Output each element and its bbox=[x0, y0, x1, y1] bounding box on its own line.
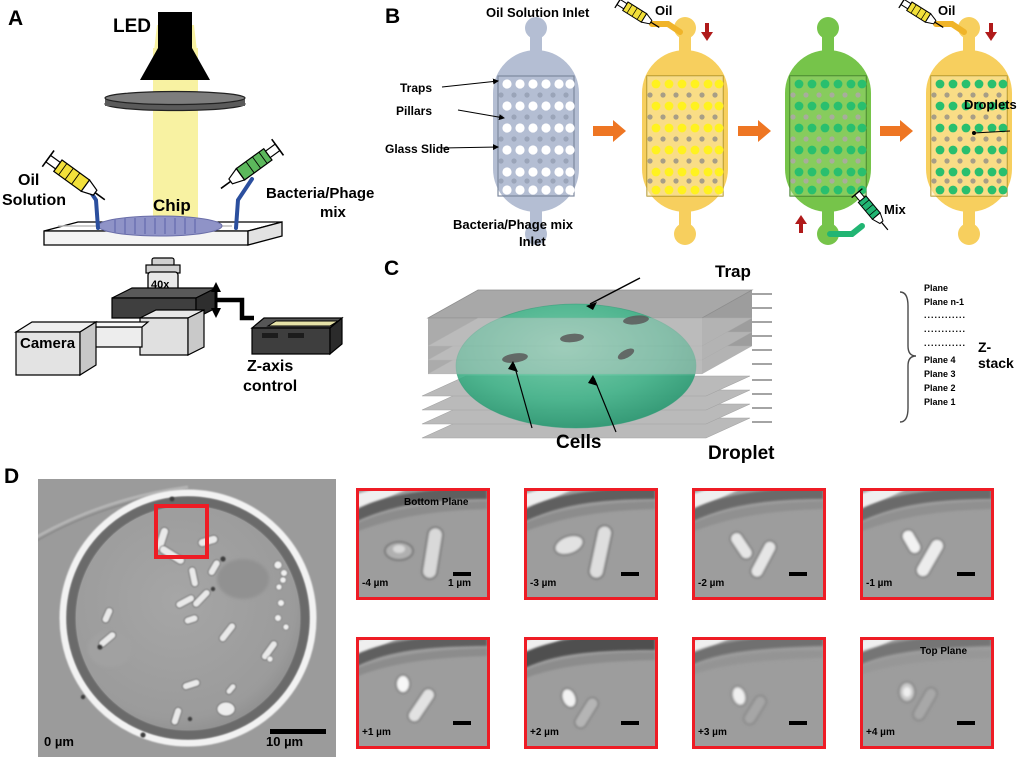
plane-label-5: Plane 4 bbox=[924, 355, 956, 365]
oil-solution-label-line1: Oil bbox=[18, 172, 40, 189]
step1-features bbox=[498, 79, 575, 195]
flow-arrow-up-1 bbox=[795, 215, 807, 233]
tile-p4-depth-label: +4 µm bbox=[866, 727, 895, 738]
panel-a-letter: A bbox=[8, 7, 24, 30]
oil-solution-label-line2: Solution bbox=[2, 192, 66, 209]
oil-label-step2: Oil bbox=[655, 3, 673, 18]
process-arrow-1 bbox=[593, 120, 626, 142]
zstack-tile-p1[interactable] bbox=[356, 637, 490, 749]
glass-slide-label: Glass Slide bbox=[385, 142, 450, 156]
chip-label: Chip bbox=[153, 196, 191, 215]
zstack-tile-m4[interactable] bbox=[356, 488, 490, 600]
tile-m3-depth-label: -3 µm bbox=[530, 578, 557, 589]
flow-arrow-down-1 bbox=[701, 23, 713, 41]
tile-m3-scalebar bbox=[621, 572, 639, 576]
tile-p2-scalebar bbox=[621, 721, 639, 725]
plane-label-4: ............ bbox=[924, 338, 967, 348]
chip-step-3 bbox=[785, 17, 889, 245]
bacteria-inlet-label-line1: Bacteria/Phage mix bbox=[453, 217, 573, 232]
tile-m2-scalebar bbox=[789, 572, 807, 576]
panel-d-letter: D bbox=[4, 465, 20, 488]
bacteria-phage-label-line1: Bacteria/Phage bbox=[266, 185, 375, 202]
panel-b-letter: B bbox=[385, 5, 401, 28]
panel-c-diagram bbox=[421, 277, 917, 439]
tile-m1-depth-label: -1 µm bbox=[866, 578, 893, 589]
droplet-label: Droplet bbox=[708, 443, 775, 464]
zstack-tile-m1[interactable] bbox=[860, 488, 994, 600]
led-label: LED bbox=[113, 16, 151, 37]
pillars-label: Pillars bbox=[396, 104, 433, 118]
plane-label-7: Plane 2 bbox=[924, 383, 956, 393]
zstack-tile-m2[interactable] bbox=[692, 488, 826, 600]
zaxis-label-line1: Z-axis bbox=[247, 358, 294, 375]
zstack-tile-p2[interactable] bbox=[524, 637, 658, 749]
tile-p3-depth-label: +3 µm bbox=[698, 727, 727, 738]
overview-scalebar bbox=[270, 729, 326, 734]
chip-step-1 bbox=[493, 17, 579, 245]
overview-depth-label: 0 µm bbox=[44, 734, 74, 749]
cells-label: Cells bbox=[556, 432, 602, 453]
tile-p2-depth-label: +2 µm bbox=[530, 727, 559, 738]
panel-b-diagram bbox=[441, 0, 1012, 245]
traps-label: Traps bbox=[400, 81, 433, 95]
zstack-label: Z-stack bbox=[978, 339, 1014, 371]
plane-label-3: ............ bbox=[924, 324, 967, 334]
bacteria-inlet-label-line2: Inlet bbox=[519, 234, 546, 249]
plane-label-2: ............ bbox=[924, 310, 967, 320]
flow-arrow-down-2 bbox=[985, 23, 997, 41]
plane-label-1: Plane n-1 bbox=[924, 297, 965, 307]
panel-d-overview-image[interactable] bbox=[38, 479, 336, 757]
tile-m1-scalebar bbox=[957, 572, 975, 576]
process-arrow-2 bbox=[738, 120, 771, 142]
process-arrow-3 bbox=[880, 120, 913, 142]
oil-solution-inlet-label: Oil Solution Inlet bbox=[486, 5, 590, 20]
zaxis-label-line2: control bbox=[243, 378, 298, 395]
tile-p3-scalebar bbox=[789, 721, 807, 725]
tile-p1-scalebar bbox=[453, 721, 471, 725]
panel-a-diagram bbox=[13, 12, 344, 377]
tile-m4-corner-label: Bottom Plane bbox=[404, 497, 469, 508]
oil-label-step4: Oil bbox=[938, 3, 956, 18]
tile-m4-depth-label: -4 µm bbox=[362, 578, 389, 589]
tile-m4-scalebar bbox=[453, 572, 471, 576]
tile-p4-scalebar bbox=[957, 721, 975, 725]
mix-label: Mix bbox=[884, 202, 906, 217]
plane-label-6: Plane 3 bbox=[924, 369, 956, 379]
plane-label-0: Plane bbox=[924, 283, 949, 293]
bacteria-phage-label-line2: mix bbox=[320, 204, 346, 221]
droplets-label: Droplets bbox=[964, 97, 1017, 112]
camera-label: Camera bbox=[20, 335, 76, 352]
tile-p1-depth-label: +1 µm bbox=[362, 727, 391, 738]
tile-m2-depth-label: -2 µm bbox=[698, 578, 725, 589]
plane-label-8: Plane 1 bbox=[924, 397, 956, 407]
objective-magnification-label: 40x bbox=[151, 279, 170, 291]
tile-p4-corner-label: Top Plane bbox=[920, 646, 968, 657]
panel-c-letter: C bbox=[384, 257, 400, 280]
zstack-tile-p4[interactable] bbox=[860, 637, 994, 749]
zstack-tile-p3[interactable] bbox=[692, 637, 826, 749]
trap-label: Trap bbox=[715, 262, 751, 281]
overview-scale-label: 10 µm bbox=[266, 734, 304, 749]
tile-m4-scale-label: 1 µm bbox=[448, 578, 471, 589]
chip-step-4 bbox=[898, 0, 1012, 245]
zstack-tile-m3[interactable] bbox=[524, 488, 658, 600]
roi-box[interactable] bbox=[154, 504, 209, 559]
chip-step-2 bbox=[614, 0, 728, 245]
